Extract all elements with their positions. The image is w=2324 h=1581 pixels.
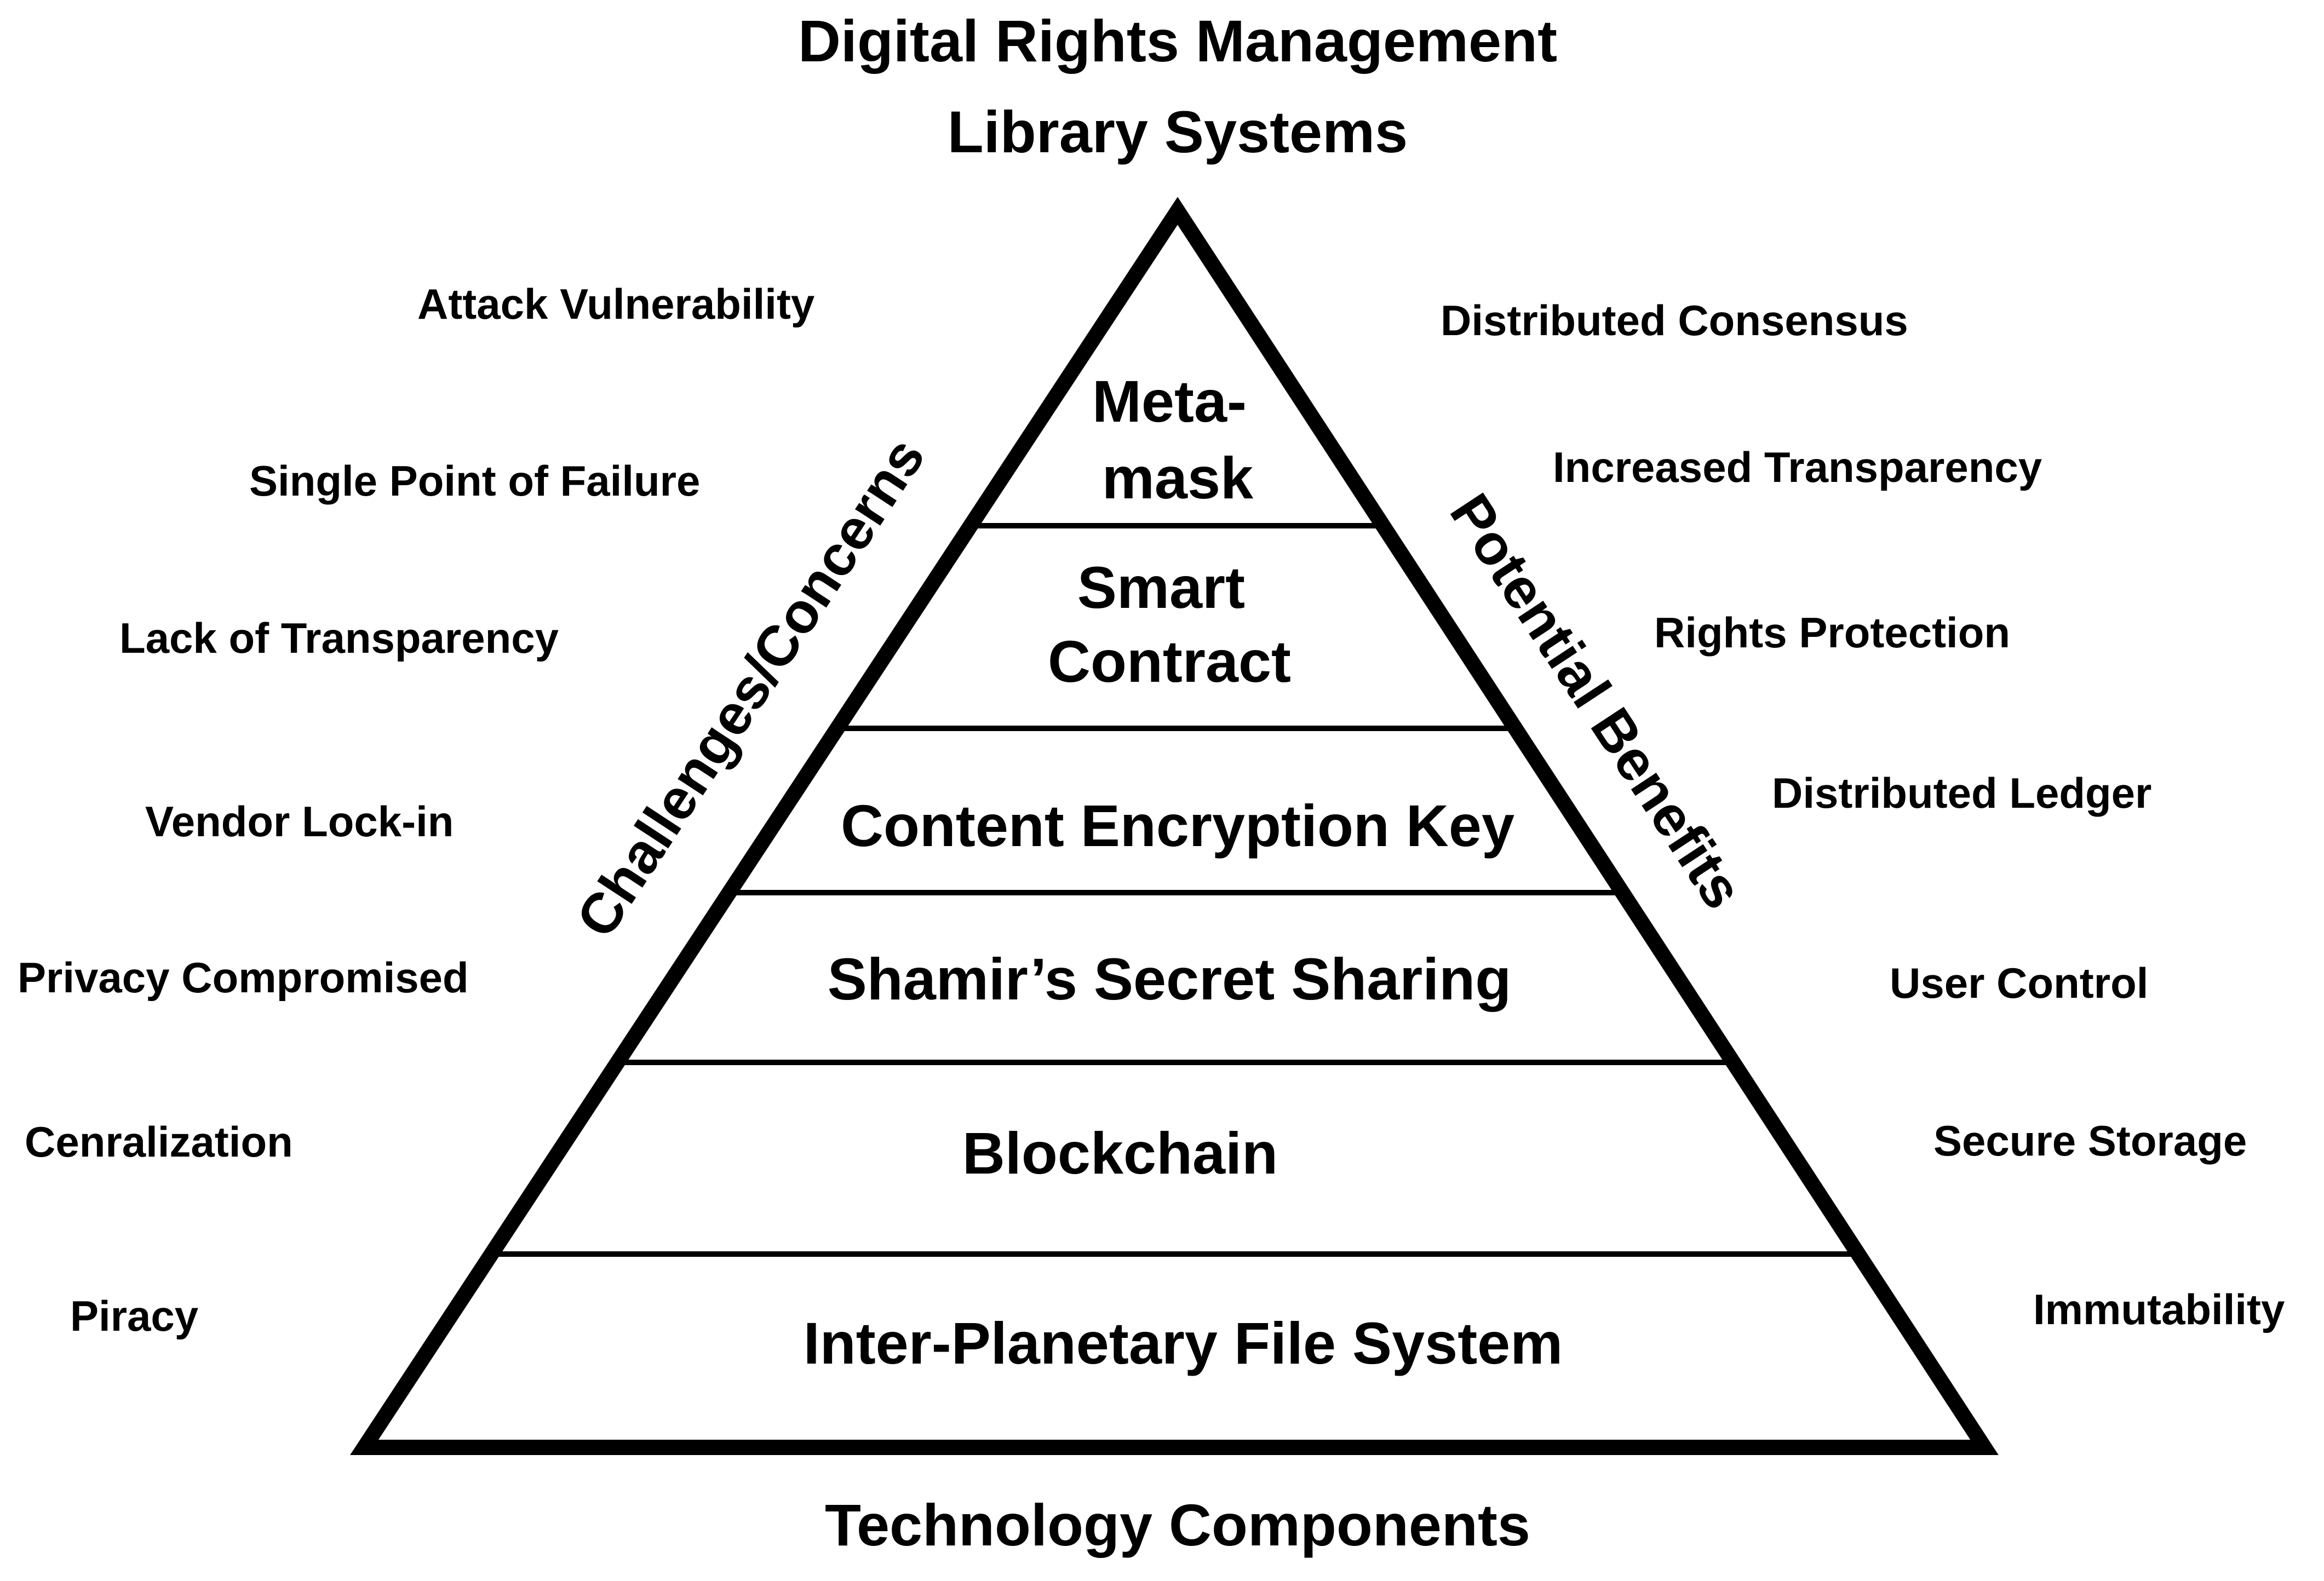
benefit-item: Increased Transparency <box>1553 443 2042 491</box>
layer-label-ipfs: Inter-Planetary File System <box>804 1310 1563 1376</box>
challenge-item: Single Point of Failure <box>249 457 700 505</box>
challenge-item: Piracy <box>70 1292 198 1340</box>
layer-label-line: Contract <box>1048 628 1291 694</box>
challenge-item: Cenralization <box>25 1118 293 1166</box>
challenge-item: Vendor Lock-in <box>145 797 454 846</box>
footer-label: Technology Components <box>825 1492 1530 1558</box>
benefit-item: Secure Storage <box>1933 1117 2247 1165</box>
layer-labels: Meta- mask Smart Contract Content Encryp… <box>804 368 1563 1376</box>
benefit-item: Distributed Ledger <box>1772 769 2151 817</box>
challenge-item: Attack Vulnerability <box>417 280 814 328</box>
layer-label-metamask: Meta- mask <box>1092 368 1263 511</box>
layer-label-smart-contract: Smart Contract <box>1048 554 1291 694</box>
layer-label-shamirs-secret-sharing: Shamir’s Secret Sharing <box>828 946 1512 1012</box>
benefit-item: Distributed Consensus <box>1441 296 1908 344</box>
benefit-item: User Control <box>1890 959 2148 1007</box>
benefit-item: Rights Protection <box>1654 608 2010 657</box>
challenge-item: Lack of Transparency <box>119 614 559 662</box>
benefit-item: Immutability <box>2033 1285 2285 1333</box>
layer-label-content-encryption-key: Content Encryption Key <box>841 792 1514 859</box>
challenges-list: Attack Vulnerability Single Point of Fai… <box>18 280 814 1340</box>
layer-dividers <box>491 523 1858 1257</box>
challenge-item: Privacy Compromised <box>18 953 469 1002</box>
title-line-2: Library Systems <box>948 99 1408 165</box>
title-line-1: Digital Rights Management <box>798 8 1557 74</box>
pyramid-outline <box>350 197 1999 1455</box>
layer-label-line: Smart <box>1077 554 1245 620</box>
layer-label-line: mask <box>1102 445 1254 511</box>
benefits-list: Distributed Consensus Increased Transpar… <box>1441 296 2285 1333</box>
layer-label-line: Meta- <box>1092 368 1247 434</box>
layer-label-blockchain: Blockchain <box>962 1120 1278 1186</box>
